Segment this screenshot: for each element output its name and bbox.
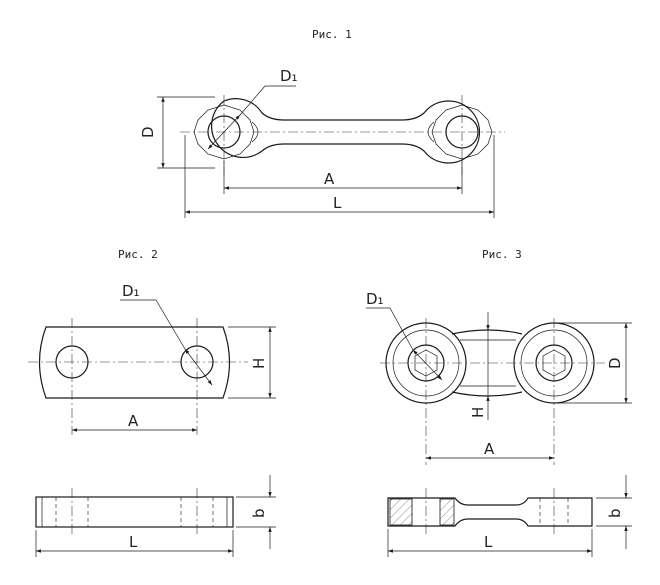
fig2-dim-H: H	[250, 358, 268, 369]
fig3-dim-A: A	[484, 440, 495, 458]
fig2-dim-D1: D₁	[122, 282, 140, 300]
fig2-dim-L: L	[129, 533, 138, 551]
fig1-dim-D1: D₁	[280, 67, 298, 85]
figure-3: Рис. 3 D D₁ H A	[366, 248, 632, 557]
fig3-dim-D: D	[606, 357, 624, 369]
fig2-caption: Рис. 2	[118, 248, 158, 261]
fig1-dim-A: A	[324, 170, 335, 188]
fig3-dim-L: L	[484, 533, 493, 551]
fig3-dim-b: b	[606, 508, 624, 518]
fig2-side-view	[35, 496, 234, 528]
fig3-dim-D1: D₁	[366, 290, 384, 308]
fig3-dim-H: H	[469, 407, 487, 418]
fig3-caption: Рис. 3	[482, 248, 522, 261]
fig2-plate-outline	[38, 326, 231, 399]
fig1-caption: Рис. 1	[312, 28, 352, 41]
fig3-hatched-section	[389, 498, 413, 526]
fig2-dim-A: A	[128, 412, 139, 430]
fig1-link-outline	[211, 98, 481, 164]
fig1-dim-D: D	[139, 126, 157, 138]
figure-1: Рис. 1 D D₁ A L	[139, 28, 505, 218]
fig2-dim-b: b	[250, 508, 268, 518]
figure-2: Рис. 2 H D₁ A b	[28, 248, 276, 557]
fig1-dim-L: L	[333, 194, 342, 212]
fig3-web	[451, 329, 523, 335]
fig3-side-view	[387, 497, 593, 527]
